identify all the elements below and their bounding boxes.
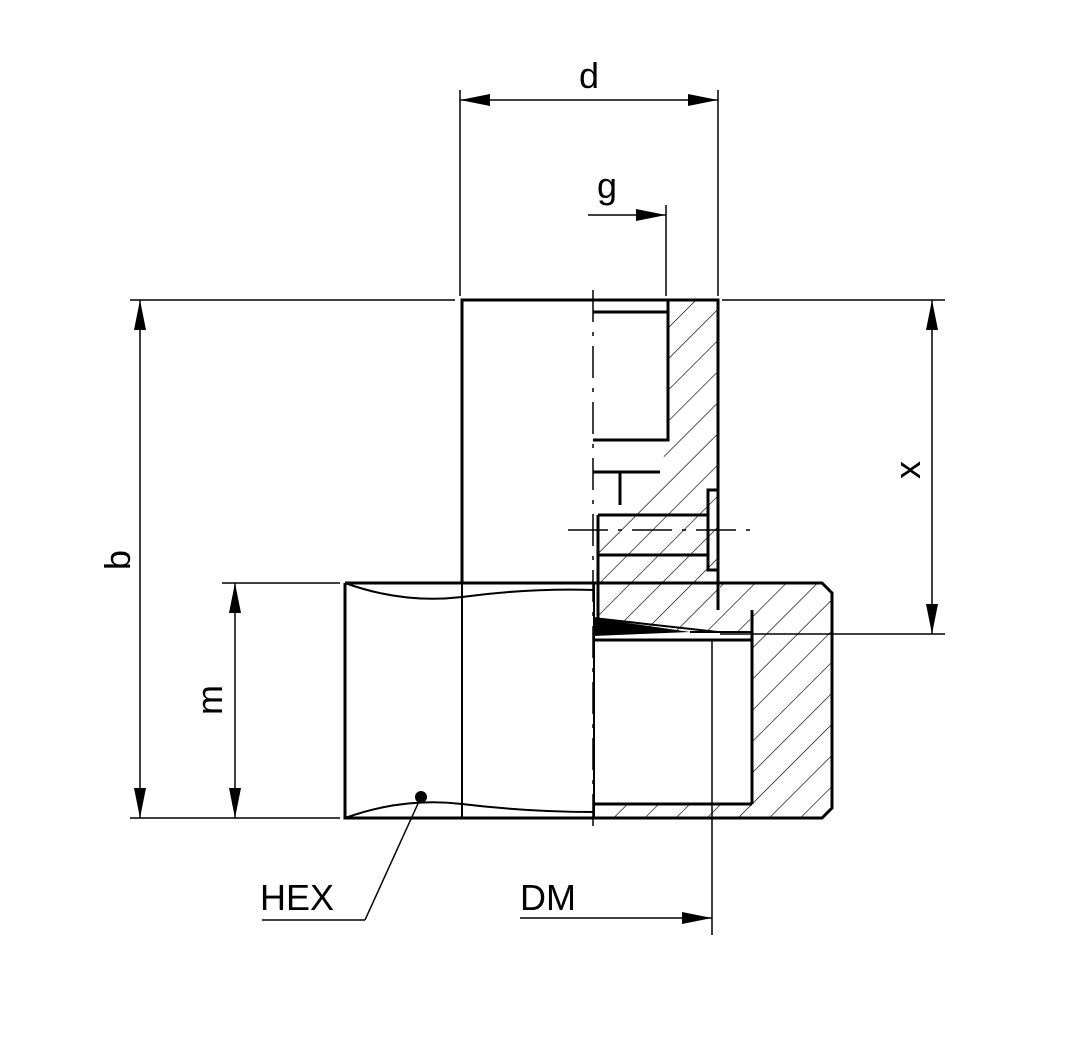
center-lines	[568, 290, 760, 830]
nut-section-hatch	[720, 583, 832, 818]
dim-m-label: m	[189, 685, 230, 715]
hex-leader	[262, 796, 422, 921]
hex-callout-label: HEX	[260, 877, 334, 918]
thread-hatch	[594, 804, 752, 818]
dim-dm-label: DM	[520, 877, 576, 918]
cone-seat-lines	[592, 617, 752, 633]
dim-g-label: g	[597, 165, 617, 206]
dim-d-label: d	[579, 55, 599, 96]
dim-b-label: b	[97, 550, 138, 570]
body-section-hatch	[598, 300, 750, 632]
body-outline	[460, 298, 720, 622]
hex-leader-dot	[415, 791, 427, 803]
hex-flats	[344, 582, 595, 819]
seal-ring	[593, 618, 690, 636]
dim-x-label: x	[887, 461, 928, 479]
